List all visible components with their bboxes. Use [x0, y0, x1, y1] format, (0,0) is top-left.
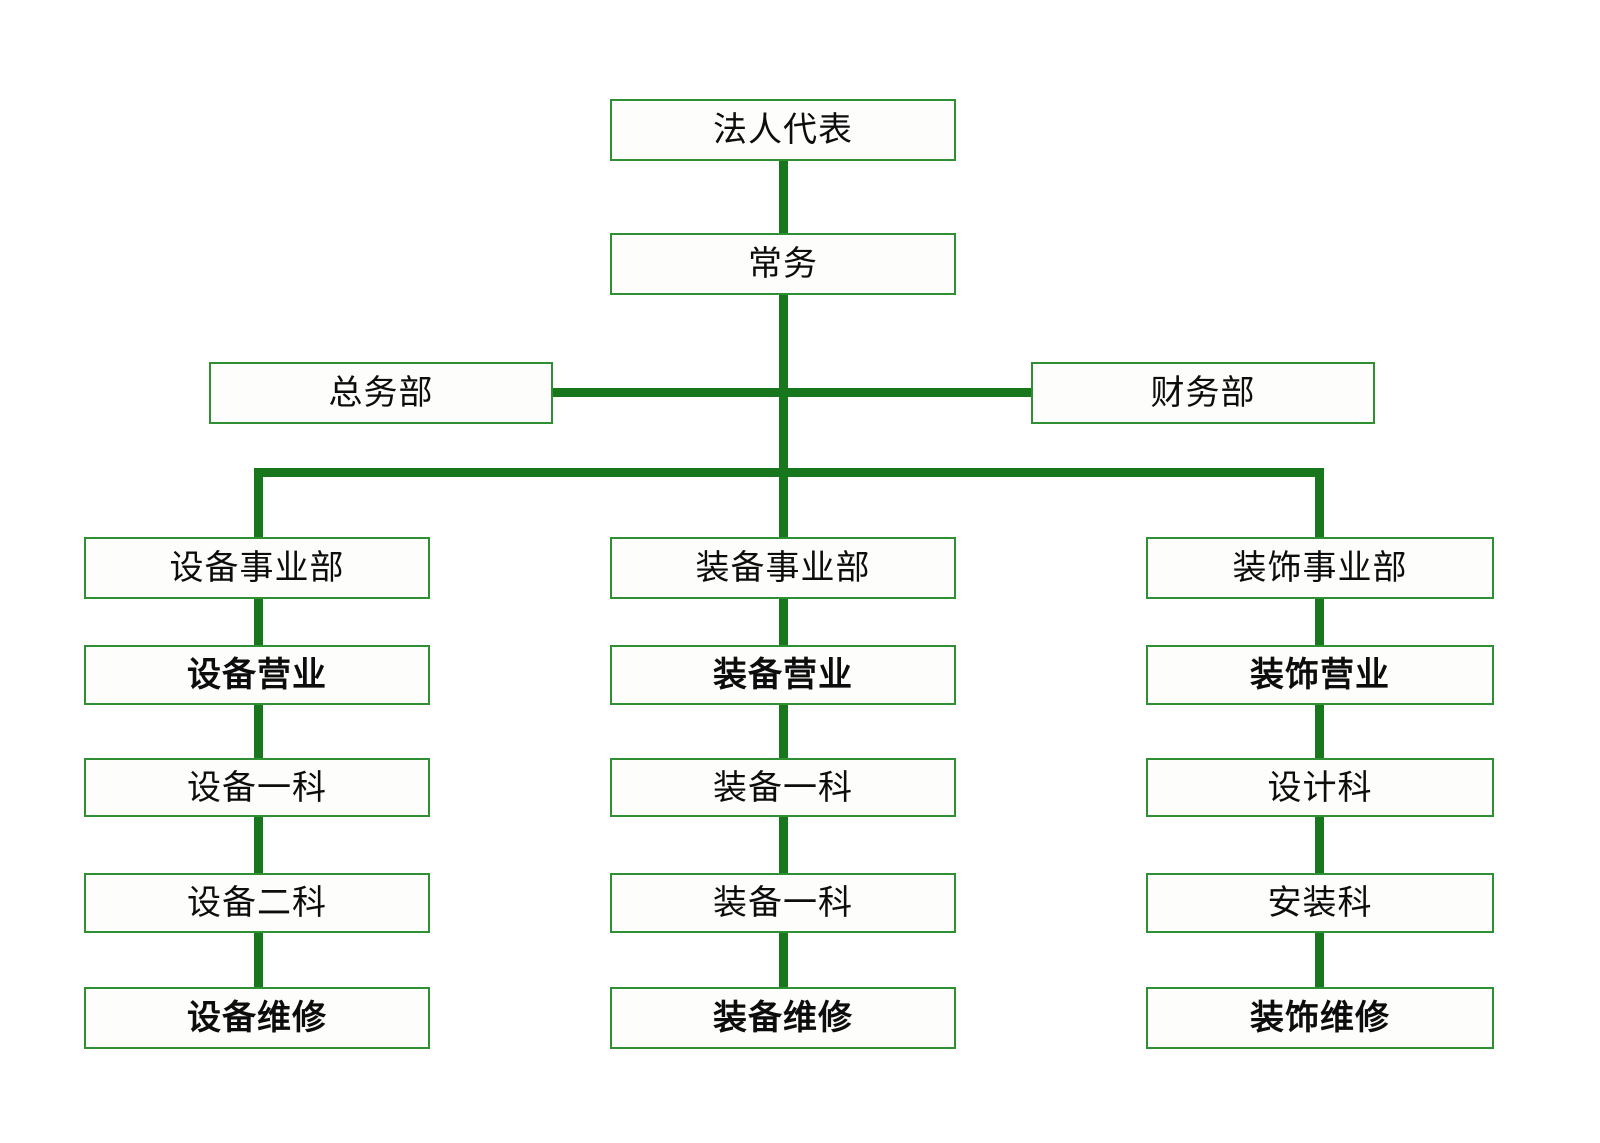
node-design-section[interactable]: 设计科: [1146, 758, 1494, 817]
node-label: 设备一科: [187, 767, 327, 808]
node-decoration-sales[interactable]: 装饰营业: [1146, 645, 1494, 705]
connector-equipment-3: [254, 815, 263, 876]
node-label: 装饰营业: [1250, 655, 1390, 695]
node-label: 设备营业: [187, 655, 327, 695]
connector-left-branch-drop: [254, 468, 263, 543]
node-label: 装备一科: [713, 767, 853, 808]
node-label: 装饰维修: [1250, 998, 1390, 1038]
node-label: 装饰事业部: [1232, 548, 1408, 588]
node-legal-representative[interactable]: 法人代表: [610, 99, 956, 161]
node-outfit-maintenance[interactable]: 装备维修: [610, 987, 956, 1049]
connector-level3-horizontal: [549, 388, 1035, 397]
node-equipment-section-1[interactable]: 设备一科: [84, 758, 430, 817]
node-label: 法人代表: [713, 110, 853, 150]
node-label: 总务部: [328, 373, 434, 413]
connector-decoration-4: [1315, 931, 1324, 990]
node-label: 财务部: [1150, 373, 1256, 413]
connector-ceo-to-executive: [779, 158, 788, 238]
connector-decoration-2: [1315, 703, 1324, 761]
connector-equipment-2: [254, 703, 263, 761]
node-label: 装备营业: [713, 655, 853, 695]
node-equipment-division[interactable]: 设备事业部: [84, 537, 430, 599]
node-label: 装备事业部: [695, 548, 871, 588]
node-decoration-division[interactable]: 装饰事业部: [1146, 537, 1494, 599]
node-equipment-section-2[interactable]: 设备二科: [84, 873, 430, 933]
node-label: 设备事业部: [169, 548, 345, 588]
node-label: 装备一科: [713, 883, 853, 923]
node-finance[interactable]: 财务部: [1031, 362, 1375, 424]
node-label: 安装科: [1267, 883, 1373, 923]
connector-outfit-2: [779, 703, 788, 761]
node-outfit-section-1[interactable]: 装备一科: [610, 758, 956, 817]
connector-decoration-1: [1315, 598, 1324, 648]
connector-right-branch-drop: [1315, 468, 1324, 543]
node-label: 设备二科: [187, 883, 327, 923]
node-outfit-sales[interactable]: 装备营业: [610, 645, 956, 705]
connector-outfit-4: [779, 931, 788, 990]
node-label: 设备维修: [187, 998, 327, 1038]
node-outfit-section-2[interactable]: 装备一科: [610, 873, 956, 933]
node-outfit-division[interactable]: 装备事业部: [610, 537, 956, 599]
node-executive[interactable]: 常务: [610, 233, 956, 295]
connector-executive-trunk: [779, 293, 788, 543]
connector-outfit-3: [779, 815, 788, 876]
node-label: 常务: [748, 244, 818, 284]
node-general-affairs[interactable]: 总务部: [209, 362, 553, 424]
node-equipment-maintenance[interactable]: 设备维修: [84, 987, 430, 1049]
node-equipment-sales[interactable]: 设备营业: [84, 645, 430, 705]
connector-equipment-4: [254, 931, 263, 990]
node-decoration-maintenance[interactable]: 装饰维修: [1146, 987, 1494, 1049]
connector-equipment-1: [254, 598, 263, 648]
connector-level4-horizontal: [254, 468, 1324, 477]
node-installation-section[interactable]: 安装科: [1146, 873, 1494, 933]
connector-decoration-3: [1315, 815, 1324, 876]
node-label: 设计科: [1267, 767, 1373, 808]
node-label: 装备维修: [713, 998, 853, 1038]
connector-outfit-1: [779, 598, 788, 648]
